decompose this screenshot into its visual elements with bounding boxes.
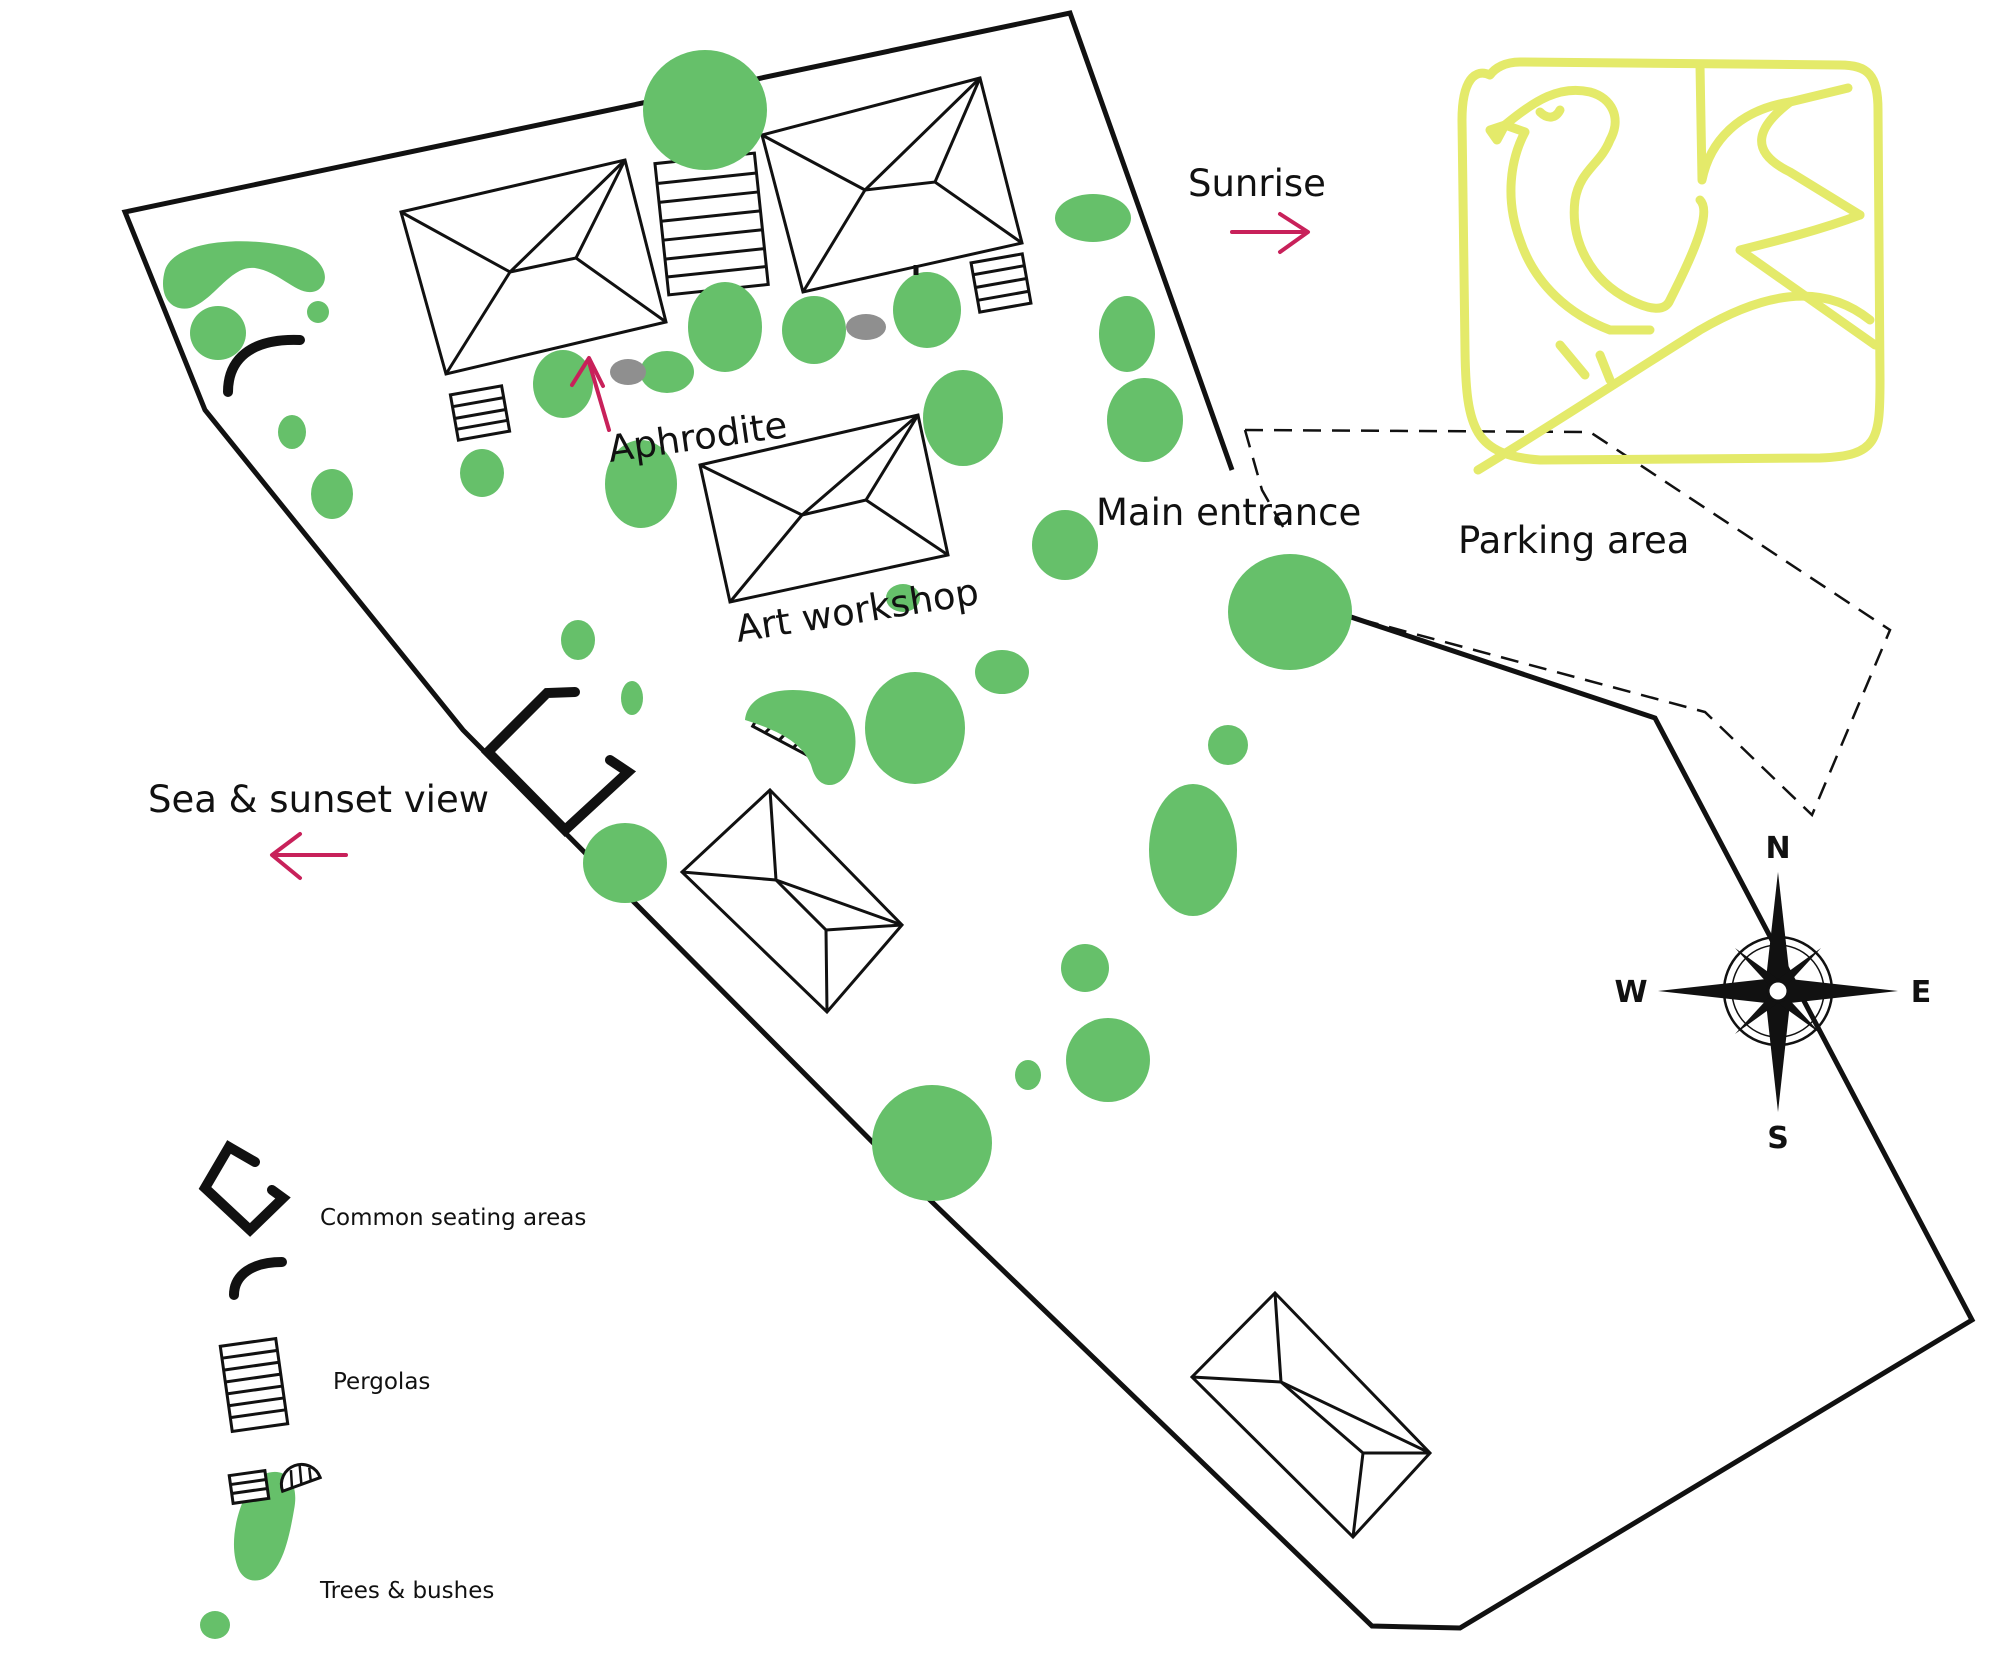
- pergola-large: [653, 151, 770, 297]
- label-parking-area: Parking area: [1458, 519, 1689, 562]
- site-boundary: [121, 10, 1976, 1631]
- legend-pergolas-label: Pergolas: [333, 1369, 430, 1395]
- label-aphrodite: Aphrodite: [605, 403, 790, 471]
- building-aphrodite: [399, 158, 668, 376]
- pergola-small-east: [969, 252, 1033, 314]
- building-middle: [679, 787, 905, 1015]
- seating-bracket-map: [480, 687, 637, 837]
- label-sea-sunset: Sea & sunset view: [148, 778, 489, 821]
- path-stone: [610, 359, 646, 385]
- compass-rose-icon: N S W E: [1614, 831, 1931, 1156]
- bird-on-branch-logo: [1457, 57, 1885, 475]
- path-stone: [846, 314, 886, 340]
- compass-south: S: [1767, 1121, 1789, 1156]
- parking-entrance-dash: [1243, 429, 1288, 533]
- label-sunrise: Sunrise: [1188, 162, 1326, 205]
- pergola-icon: [218, 1336, 290, 1434]
- label-art-workshop: Art workshop: [733, 570, 982, 651]
- parking-area-outline: [1244, 428, 1892, 818]
- seating-bracket-icon: [198, 1140, 291, 1237]
- legend: Common seating areas Pergolas Trees & bu…: [198, 1140, 586, 1604]
- curved-bench-map: [223, 334, 305, 397]
- shade-half-circle-icon: [279, 1462, 323, 1494]
- label-main-entrance: Main entrance: [1096, 491, 1361, 534]
- compass-east: E: [1911, 975, 1932, 1010]
- sunset-arrow: [270, 832, 348, 880]
- curved-bench-icon: [229, 1257, 287, 1300]
- sunrise-arrow: [1230, 212, 1310, 254]
- compass-north: N: [1765, 831, 1790, 866]
- legend-trees-label: Trees & bushes: [319, 1578, 494, 1604]
- trees-and-bushes: [162, 50, 1352, 1639]
- compass-west: W: [1614, 975, 1647, 1010]
- building-north-east: [760, 76, 1024, 294]
- pergola-small-west: [448, 384, 512, 442]
- building-south: [1189, 1290, 1433, 1540]
- pergola-small-icon: [227, 1468, 271, 1506]
- aphrodite-arrow: [570, 356, 611, 432]
- building-art-workshop: [698, 413, 950, 604]
- legend-seating-label: Common seating areas: [320, 1205, 586, 1231]
